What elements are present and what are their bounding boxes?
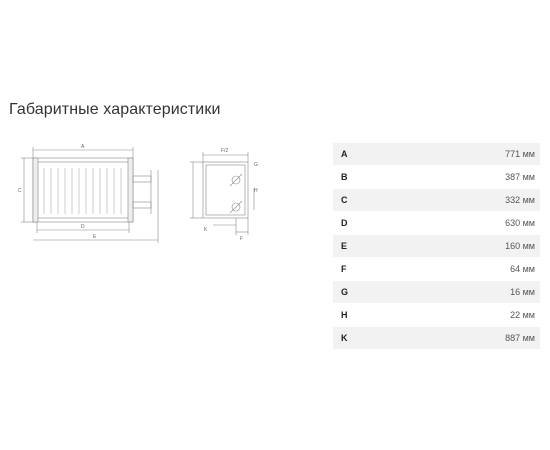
label-K: K — [204, 227, 208, 233]
label-E: E — [93, 234, 97, 240]
table-row: C 332 мм — [333, 189, 540, 211]
table-row: G 16 мм — [333, 281, 540, 303]
dimension-value: 16 мм — [510, 287, 535, 297]
coil-fins — [43, 168, 122, 214]
table-row: A 771 мм — [333, 143, 540, 165]
dimension-value: 630 мм — [505, 218, 535, 228]
label-F: F — [240, 236, 243, 242]
dimension-letter: G — [341, 287, 349, 297]
side-view — [21, 147, 159, 243]
dimension-table: A 771 мм B 387 мм C 332 мм D 630 мм E 16… — [333, 143, 540, 350]
dimension-drawing: A C D E — [8, 140, 270, 250]
dimension-letter: H — [341, 310, 348, 320]
label-C: C — [18, 188, 22, 194]
dimension-value: 887 мм — [505, 333, 535, 343]
label-A: A — [81, 144, 85, 150]
front-view — [190, 152, 255, 235]
dimension-letter: F — [341, 264, 347, 274]
dimension-value: 771 мм — [505, 149, 535, 159]
label-D: D — [81, 224, 85, 230]
table-row: B 387 мм — [333, 166, 540, 188]
dimension-letter: B — [341, 172, 348, 182]
table-row: K 887 мм — [333, 327, 540, 349]
dimension-value: 22 мм — [510, 310, 535, 320]
label-G: G — [254, 162, 258, 168]
dimension-letter: D — [341, 218, 348, 228]
table-row: H 22 мм — [333, 304, 540, 326]
table-row: D 630 мм — [333, 212, 540, 234]
page-title: Габаритные характеристики — [9, 101, 221, 118]
dimension-letter: A — [341, 149, 348, 159]
dimension-letter: K — [341, 333, 348, 343]
dimension-letter: C — [341, 195, 348, 205]
label-F-half: F/2 — [221, 148, 228, 154]
dimension-letter: E — [341, 241, 348, 251]
table-row: F 64 мм — [333, 258, 540, 280]
label-H: H — [254, 188, 258, 194]
dimension-value: 387 мм — [505, 172, 535, 182]
table-row: E 160 мм — [333, 235, 540, 257]
dimension-value: 64 мм — [510, 264, 535, 274]
dimension-value: 332 мм — [505, 195, 535, 205]
dimension-value: 160 мм — [505, 241, 535, 251]
